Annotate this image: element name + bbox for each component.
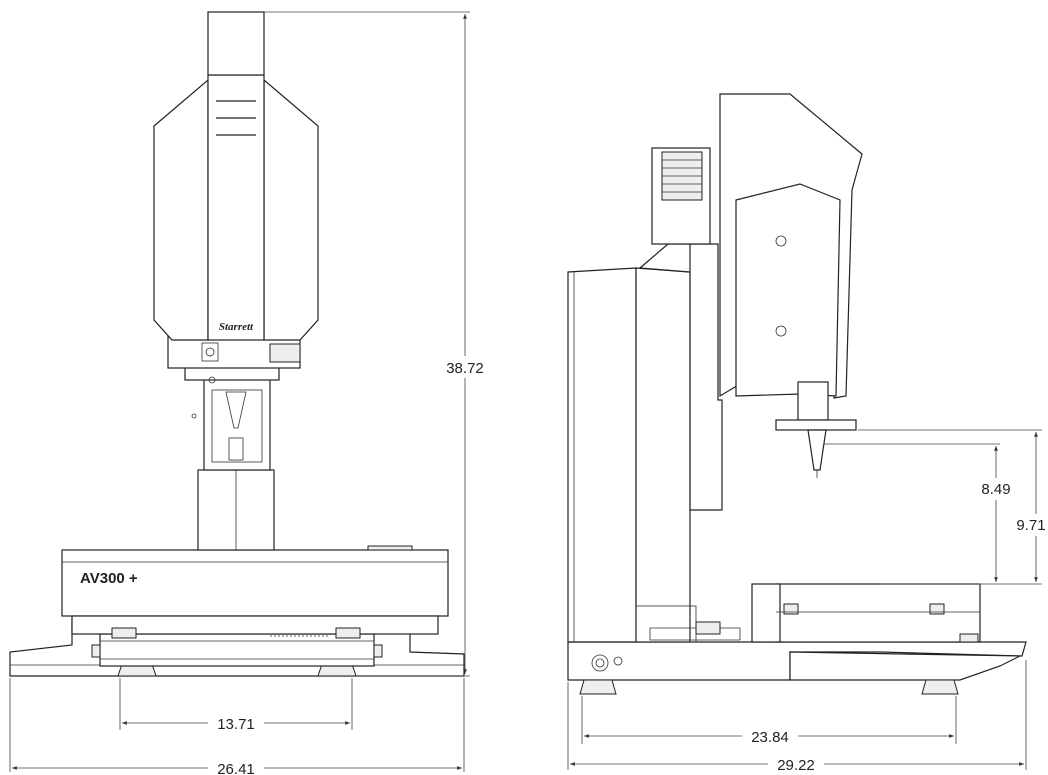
front-feet-spacing-dim: 13.71: [217, 716, 255, 733]
side-feet-spacing-dim: 23.84: [751, 729, 789, 746]
side-view: [567, 93, 1027, 695]
model-label: AV300 +: [80, 570, 138, 587]
front-view-dimensions: 38.72 13.71 26.41: [9, 11, 490, 775]
front-view: Starrett AV300 +: [9, 11, 465, 677]
stage-clearance-dim: 9.71: [1016, 517, 1045, 534]
front-overall-width-dim: 26.41: [217, 761, 255, 775]
side-view-dimensions: 8.49 9.71 23.84 29.22: [567, 429, 1048, 774]
probe-clearance-dim: 8.49: [981, 481, 1010, 498]
front-height-dim: 38.72: [446, 360, 484, 377]
brand-label: Starrett: [219, 321, 254, 333]
side-overall-depth-dim: 29.22: [777, 757, 815, 774]
